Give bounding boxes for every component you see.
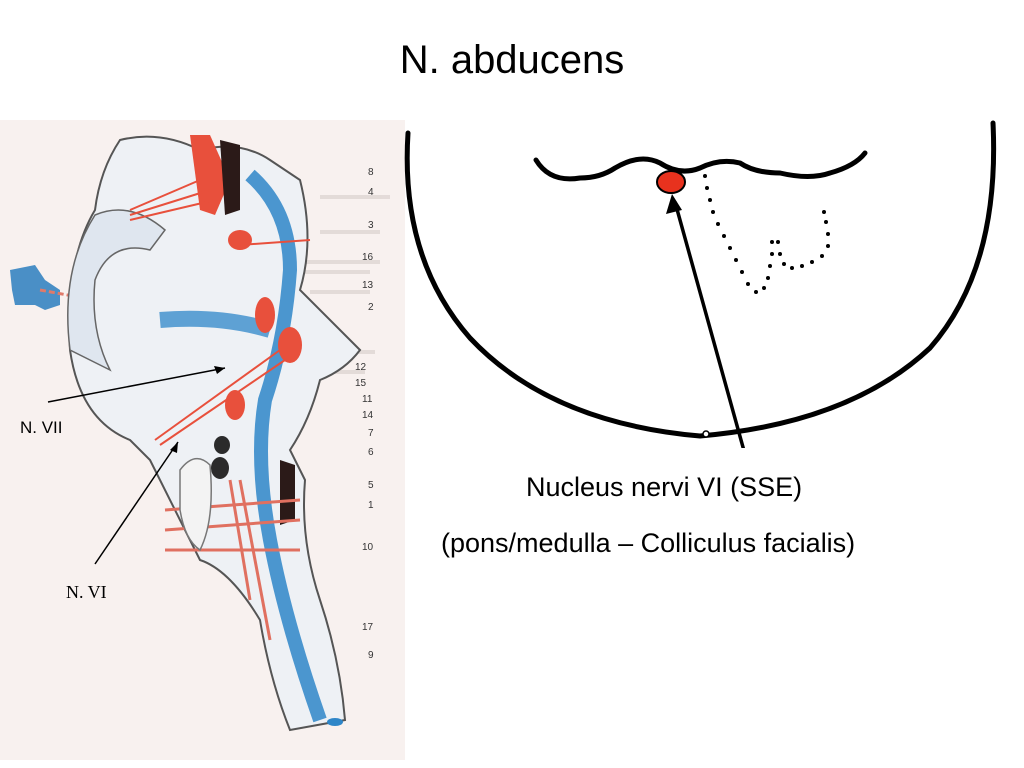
- number-label: 5: [368, 480, 374, 491]
- dotted-facial-path: [703, 174, 830, 294]
- n-vi-arrow: [94, 441, 179, 565]
- number-label: 10: [362, 542, 374, 553]
- slide-title: N. abducens: [399, 38, 625, 82]
- number-label: 16: [362, 252, 374, 263]
- number-label: 15: [355, 378, 367, 389]
- n-vi-label: N. VI: [66, 582, 107, 602]
- number-label: 6: [368, 447, 374, 458]
- number-label: 11: [362, 394, 373, 405]
- caption-nucleus-name: Nucleus nervi VI (SSE): [526, 472, 803, 502]
- number-label: 13: [362, 280, 374, 291]
- abducens-nucleus: [656, 170, 686, 194]
- caption-location: (pons/medulla – Colliculus facialis): [441, 528, 856, 558]
- n-vii-arrow: [47, 367, 226, 403]
- brainstem-illustration: 8 4 3 16 13 2 12 15 11 14 7 6 5 1 10 17 …: [0, 120, 405, 760]
- number-label: 12: [355, 362, 367, 373]
- nucleus-pointer-arrow: [673, 201, 746, 448]
- number-label: 3: [368, 220, 374, 231]
- number-label: 4: [368, 187, 374, 198]
- number-label: 1: [368, 500, 374, 511]
- number-label: 9: [368, 650, 374, 661]
- number-label: 8: [368, 167, 374, 178]
- number-label: 7: [368, 428, 374, 439]
- number-label: 2: [368, 302, 374, 313]
- structure-number-labels: 8 4 3 16 13 2 12 15 11 14 7 6 5 1 10 17 …: [355, 167, 374, 661]
- n-vii-label: N. VII: [20, 418, 63, 437]
- number-label: 17: [362, 622, 374, 633]
- number-label: 14: [362, 410, 374, 421]
- pons-cross-section: [404, 120, 997, 448]
